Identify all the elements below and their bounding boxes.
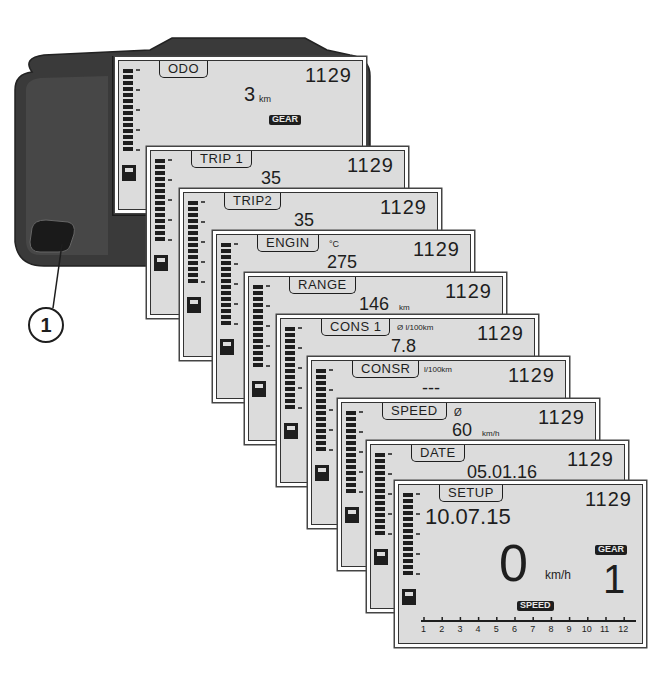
display-value: 1 — [603, 557, 625, 601]
odometer-value: 1129 — [445, 280, 492, 302]
display-value: Ø l/100km — [397, 324, 433, 333]
display-value: 8 — [548, 625, 553, 635]
display-value: 05.01.16 — [467, 463, 537, 483]
screen-tab: ODO — [159, 61, 208, 78]
odometer-value: 1129 — [380, 196, 427, 218]
leader-line — [53, 244, 62, 308]
display-value: 1 — [421, 625, 426, 635]
display-value: 5 — [494, 625, 499, 635]
display-value: 0 — [499, 535, 528, 592]
display-value: km/h — [545, 569, 571, 582]
odometer-value: 1129 — [305, 64, 352, 86]
display-value: 9 — [567, 625, 572, 635]
display-value: 3 — [457, 625, 462, 635]
display-value: 35 — [294, 211, 314, 231]
display-value: 12 — [618, 625, 628, 635]
display-value: 60 — [452, 421, 472, 441]
screen-tab: CONS 1 — [321, 319, 390, 336]
odometer-value: 1129 — [585, 488, 632, 510]
lcd-screen: SETUP112910.07.150km/hGEAR1SPEED12345678… — [398, 484, 643, 644]
screen-tab: RANGE — [289, 277, 356, 294]
indicator-label: GEAR — [269, 115, 301, 125]
screen-tab: SPEED — [382, 403, 447, 420]
screen-tab: CONSR — [352, 361, 419, 378]
display-value: 11 — [600, 625, 609, 635]
display-value: km — [259, 95, 271, 105]
display-value: 10.07.15 — [425, 505, 511, 529]
odometer-value: 1129 — [538, 406, 585, 428]
display-value: 4 — [476, 625, 481, 635]
odometer-value: 1129 — [508, 364, 555, 386]
display-value: km — [399, 304, 410, 313]
display-value: °C — [329, 240, 339, 250]
display-value: l/100km — [424, 366, 452, 375]
indicator-label: GEAR — [595, 545, 627, 555]
display-value: 6 — [512, 625, 517, 635]
display-value: --- — [422, 379, 440, 399]
housing-bevel — [26, 76, 108, 255]
display-value: 3 — [244, 83, 255, 105]
odometer-value: 1129 — [413, 238, 460, 260]
odometer-value: 1129 — [567, 448, 614, 470]
screen-tab: ENGIN — [257, 235, 319, 252]
display-value: 35 — [261, 169, 281, 189]
screen-tab: SETUP — [439, 485, 503, 502]
indicator-label: SPEED — [517, 601, 554, 611]
screen-tab: TRIP2 — [224, 193, 281, 210]
callout-circle: 1 — [28, 307, 64, 343]
screen-tab: DATE — [411, 445, 465, 462]
display-value: 10 — [582, 625, 592, 635]
display-value: 146 — [359, 295, 389, 315]
odometer-value: 1129 — [477, 322, 524, 344]
display-value: 275 — [327, 253, 357, 273]
display-value: km/h — [482, 430, 499, 439]
callout-number: 1 — [40, 314, 51, 337]
display-value: 7.8 — [391, 337, 416, 357]
display-value: 2 — [439, 625, 444, 635]
display-value: Ø — [454, 407, 462, 418]
screen-tab: TRIP 1 — [191, 151, 252, 168]
display-value: 7 — [530, 625, 535, 635]
odometer-value: 1129 — [347, 154, 394, 176]
menu-button — [30, 220, 74, 252]
